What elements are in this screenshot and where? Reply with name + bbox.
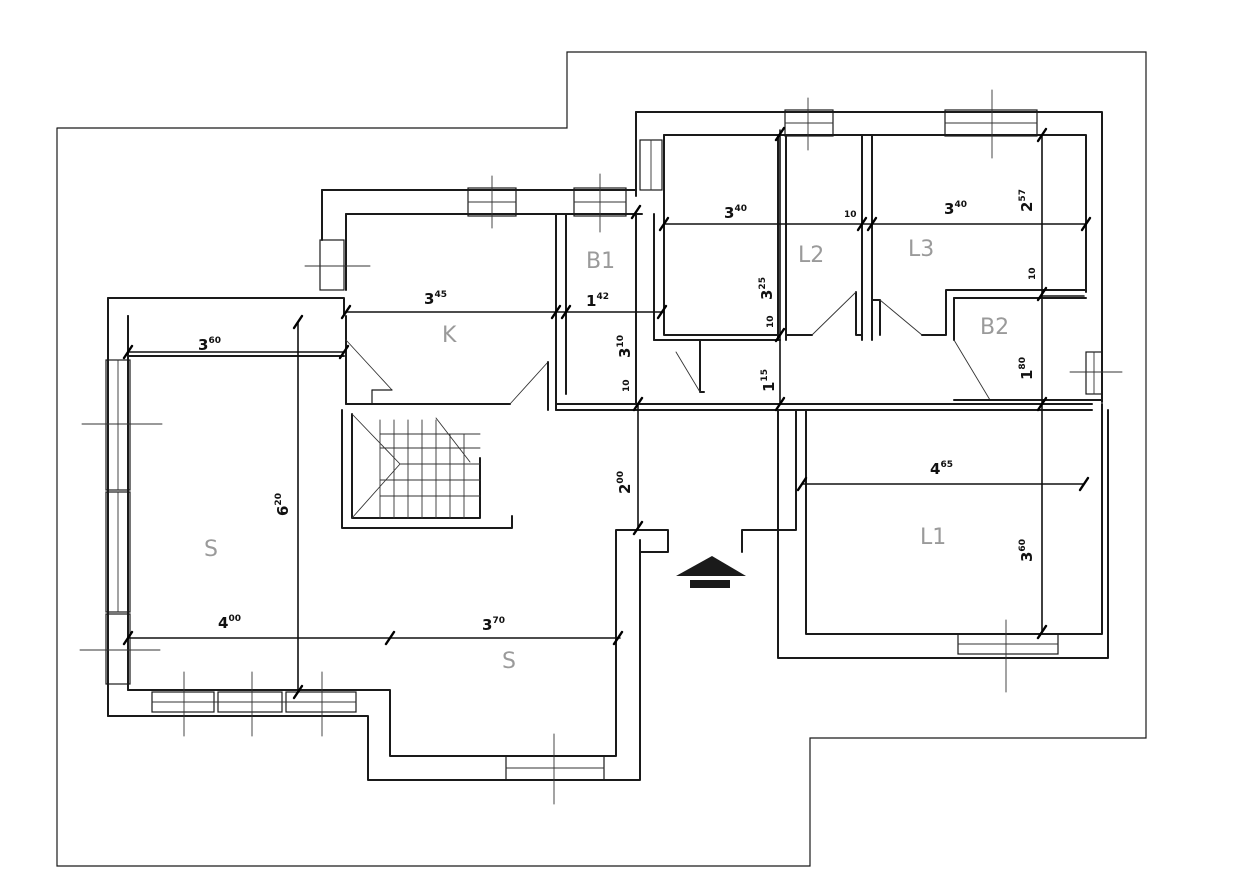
dim-180: 180 — [1018, 357, 1036, 380]
dim-115: 115 — [760, 369, 778, 392]
room-label-l2: L2 — [798, 243, 824, 268]
dim-465: 465 — [930, 460, 953, 478]
staircase — [341, 409, 513, 529]
room-label-l3: L3 — [908, 237, 934, 262]
dim-360-top: 360 — [198, 336, 221, 354]
site-boundary — [56, 51, 1147, 867]
dim-340-right: 340 — [944, 200, 967, 218]
entrance — [615, 409, 807, 588]
room-label-l1: L1 — [920, 525, 946, 550]
dim-142: 142 — [586, 292, 609, 310]
kitchen-block-walls — [304, 173, 655, 411]
dim-10-right: 10 — [1028, 267, 1038, 280]
room-label-b2: B2 — [980, 315, 1009, 340]
dim-370: 370 — [482, 616, 505, 634]
living-room-walls — [79, 297, 641, 805]
dim-340-left: 340 — [724, 204, 747, 222]
dim-400: 400 — [218, 614, 241, 632]
room-l1-walls — [777, 403, 1109, 693]
dimension-lines — [122, 126, 1092, 700]
dim-310: 310 — [616, 335, 634, 358]
room-label-b1: B1 — [586, 249, 615, 274]
dim-10-low: 10 — [622, 379, 632, 392]
dim-620: 620 — [274, 493, 292, 516]
dim-257: 257 — [1018, 189, 1036, 212]
dim-360-right: 360 — [1018, 539, 1036, 562]
dim-10-mid: 10 — [766, 315, 776, 328]
dim-200: 200 — [616, 471, 634, 494]
dim-325: 325 — [758, 277, 776, 300]
dim-345: 345 — [424, 290, 447, 308]
upper-wing-walls — [555, 89, 1123, 411]
room-label-s-left: S — [204, 537, 218, 562]
room-label-s-bottom: S — [502, 649, 516, 674]
entrance-arrow-icon — [676, 556, 746, 576]
dim-10-top: 10 — [844, 210, 857, 220]
room-label-k: K — [442, 323, 457, 348]
